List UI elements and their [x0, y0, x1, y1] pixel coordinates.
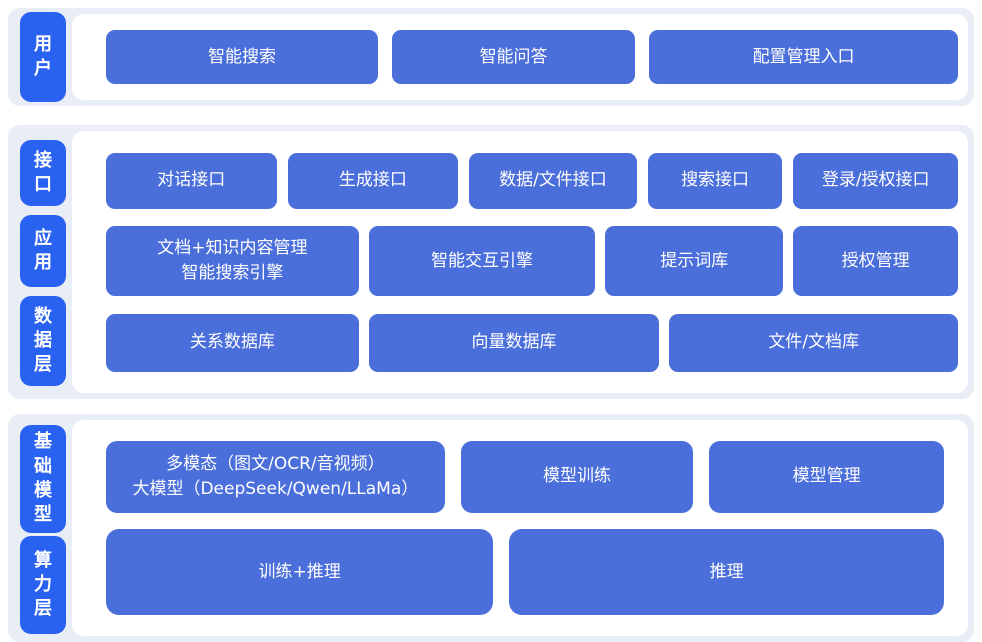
node-prompt-library: 提示词库	[605, 226, 784, 296]
node-inference: 推理	[509, 529, 944, 616]
node-vector-db: 向量数据库	[368, 313, 660, 372]
bottom-layers-pill-column: 基础模型 算力层	[14, 420, 72, 636]
node-config-entry: 配置管理入口	[649, 30, 958, 84]
node-dialog-api: 对话接口	[106, 152, 277, 209]
node-generation-api: 生成接口	[287, 152, 459, 209]
node-data-file-api: 数据/文件接口	[469, 152, 637, 209]
layer-pill-data-label: 数据层	[34, 305, 52, 376]
layer-pill-compute: 算力层	[20, 536, 66, 634]
user-layer-panel: 智能搜索 智能问答 配置管理入口	[72, 14, 968, 100]
section-user-layer: 用户 智能搜索 智能问答 配置管理入口	[8, 8, 974, 106]
node-model-management: 模型管理	[709, 440, 944, 513]
layer-pill-foundation-model: 基础模型	[20, 425, 66, 533]
node-multimodal-llm: 多模态（图文/OCR/音视频） 大模型（DeepSeek/Qwen/LLaMa）	[106, 440, 445, 513]
node-doc-knowledge-search-engine: 文档+知识内容管理 智能搜索引擎	[106, 226, 359, 296]
bottom-layers-panel: 多模态（图文/OCR/音视频） 大模型（DeepSeek/Qwen/LLaMa）…	[72, 420, 968, 636]
compute-row: 训练+推理 推理	[106, 529, 958, 616]
layer-pill-application-label: 应用	[34, 227, 52, 273]
node-auth-management: 授权管理	[793, 226, 958, 296]
application-row: 文档+知识内容管理 智能搜索引擎 智能交互引擎 提示词库 授权管理	[106, 226, 958, 296]
middle-layers-panel: 对话接口 生成接口 数据/文件接口 搜索接口 登录/授权接口 文档+知识内容管理	[72, 131, 968, 393]
node-search-api: 搜索接口	[647, 152, 783, 209]
foundation-model-row: 多模态（图文/OCR/音视频） 大模型（DeepSeek/Qwen/LLaMa）…	[106, 440, 958, 513]
layer-pill-interface-label: 接口	[34, 149, 52, 195]
layer-pill-interface: 接口	[20, 140, 66, 206]
node-smart-qa: 智能问答	[392, 30, 636, 84]
layer-pill-user-label: 用户	[34, 33, 52, 79]
layer-pill-data: 数据层	[20, 296, 66, 386]
user-layer-pill-column: 用户	[14, 12, 72, 102]
layer-pill-user: 用户	[20, 12, 66, 102]
middle-layers-pill-column: 接口 应用 数据层	[14, 131, 72, 393]
section-model-compute-layers: 基础模型 算力层 多模态（图文/OCR/音视频） 大模型（DeepSeek/Qw…	[8, 414, 974, 642]
data-row: 关系数据库 向量数据库 文件/文档库	[106, 313, 959, 372]
node-file-doc-store: 文件/文档库	[669, 313, 959, 372]
layer-pill-compute-label: 算力层	[34, 549, 52, 620]
node-relational-db: 关系数据库	[106, 313, 359, 372]
node-interactive-engine: 智能交互引擎	[368, 226, 596, 296]
node-model-training: 模型训练	[460, 440, 694, 513]
layer-pill-application: 应用	[20, 215, 66, 287]
user-layer-row: 智能搜索 智能问答 配置管理入口	[106, 30, 958, 84]
section-middle-layers: 接口 应用 数据层 对话接口 生成接口 数据/文件接口 搜	[8, 125, 974, 399]
node-training-inference: 训练+推理	[106, 529, 494, 616]
layer-pill-foundation-model-label: 基础模型	[34, 431, 52, 526]
node-smart-search: 智能搜索	[106, 30, 379, 84]
node-login-auth-api: 登录/授权接口	[793, 152, 958, 209]
interface-row: 对话接口 生成接口 数据/文件接口 搜索接口 登录/授权接口	[106, 152, 958, 209]
